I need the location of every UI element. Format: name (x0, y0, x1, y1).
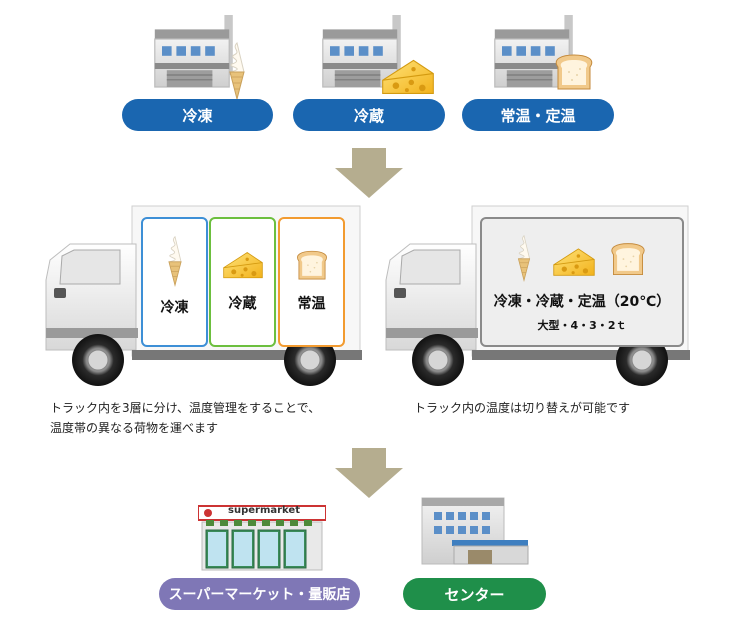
cheese-icon (552, 245, 596, 281)
compartment-chilled: 冷蔵 (209, 217, 276, 347)
supermarket-icon: supermarket (198, 502, 326, 572)
factory-ambient (490, 12, 615, 102)
label-ambient: 常温・定温 (462, 99, 614, 131)
left-caption-line2: 温度帯の異なる荷物を運べます (50, 421, 219, 435)
label-frozen: 冷凍 (122, 99, 273, 131)
left-caption-line1: トラック内を3層に分け、温度管理をすることで、 (50, 401, 321, 415)
compartment-frozen: 冷凍 (141, 217, 208, 347)
cheese-icon (380, 56, 436, 100)
label-center: センター (403, 578, 546, 610)
right-truck-panel: 冷凍・冷蔵・定温（20℃） 大型・4・3・2ｔ (480, 217, 684, 347)
bread-icon (608, 241, 648, 279)
factory-frozen (150, 12, 265, 102)
soft-serve-icon (222, 40, 252, 102)
down-arrow-icon (335, 148, 403, 198)
factory-chilled (318, 12, 443, 102)
bread-icon (552, 52, 596, 94)
bread-icon (294, 249, 330, 283)
soft-serve-icon (512, 233, 536, 283)
soft-serve-icon (162, 235, 188, 287)
right-truck-caption: トラック内の温度は切り替えが可能です (414, 401, 631, 415)
cheese-icon (222, 249, 264, 283)
down-arrow-icon (335, 448, 403, 498)
building-icon (421, 497, 529, 565)
compartment-chilled-label: 冷蔵 (228, 296, 257, 312)
temperature-label: 冷凍・冷蔵・定温（20℃） (493, 294, 671, 310)
compartment-ambient: 常温 (278, 217, 345, 347)
compartment-ambient-label: 常温 (297, 296, 326, 312)
label-supermarket: スーパーマーケット・量販店 (159, 578, 360, 610)
supermarket-sign: supermarket (228, 505, 300, 516)
left-truck-caption: トラック内を3層に分け、温度管理をすることで、 温度帯の異なる荷物を運べます (50, 398, 370, 438)
compartment-frozen-label: 冷凍 (160, 300, 189, 316)
truck-size-label: 大型・4・3・2ｔ (537, 319, 627, 332)
label-chilled: 冷蔵 (293, 99, 445, 131)
